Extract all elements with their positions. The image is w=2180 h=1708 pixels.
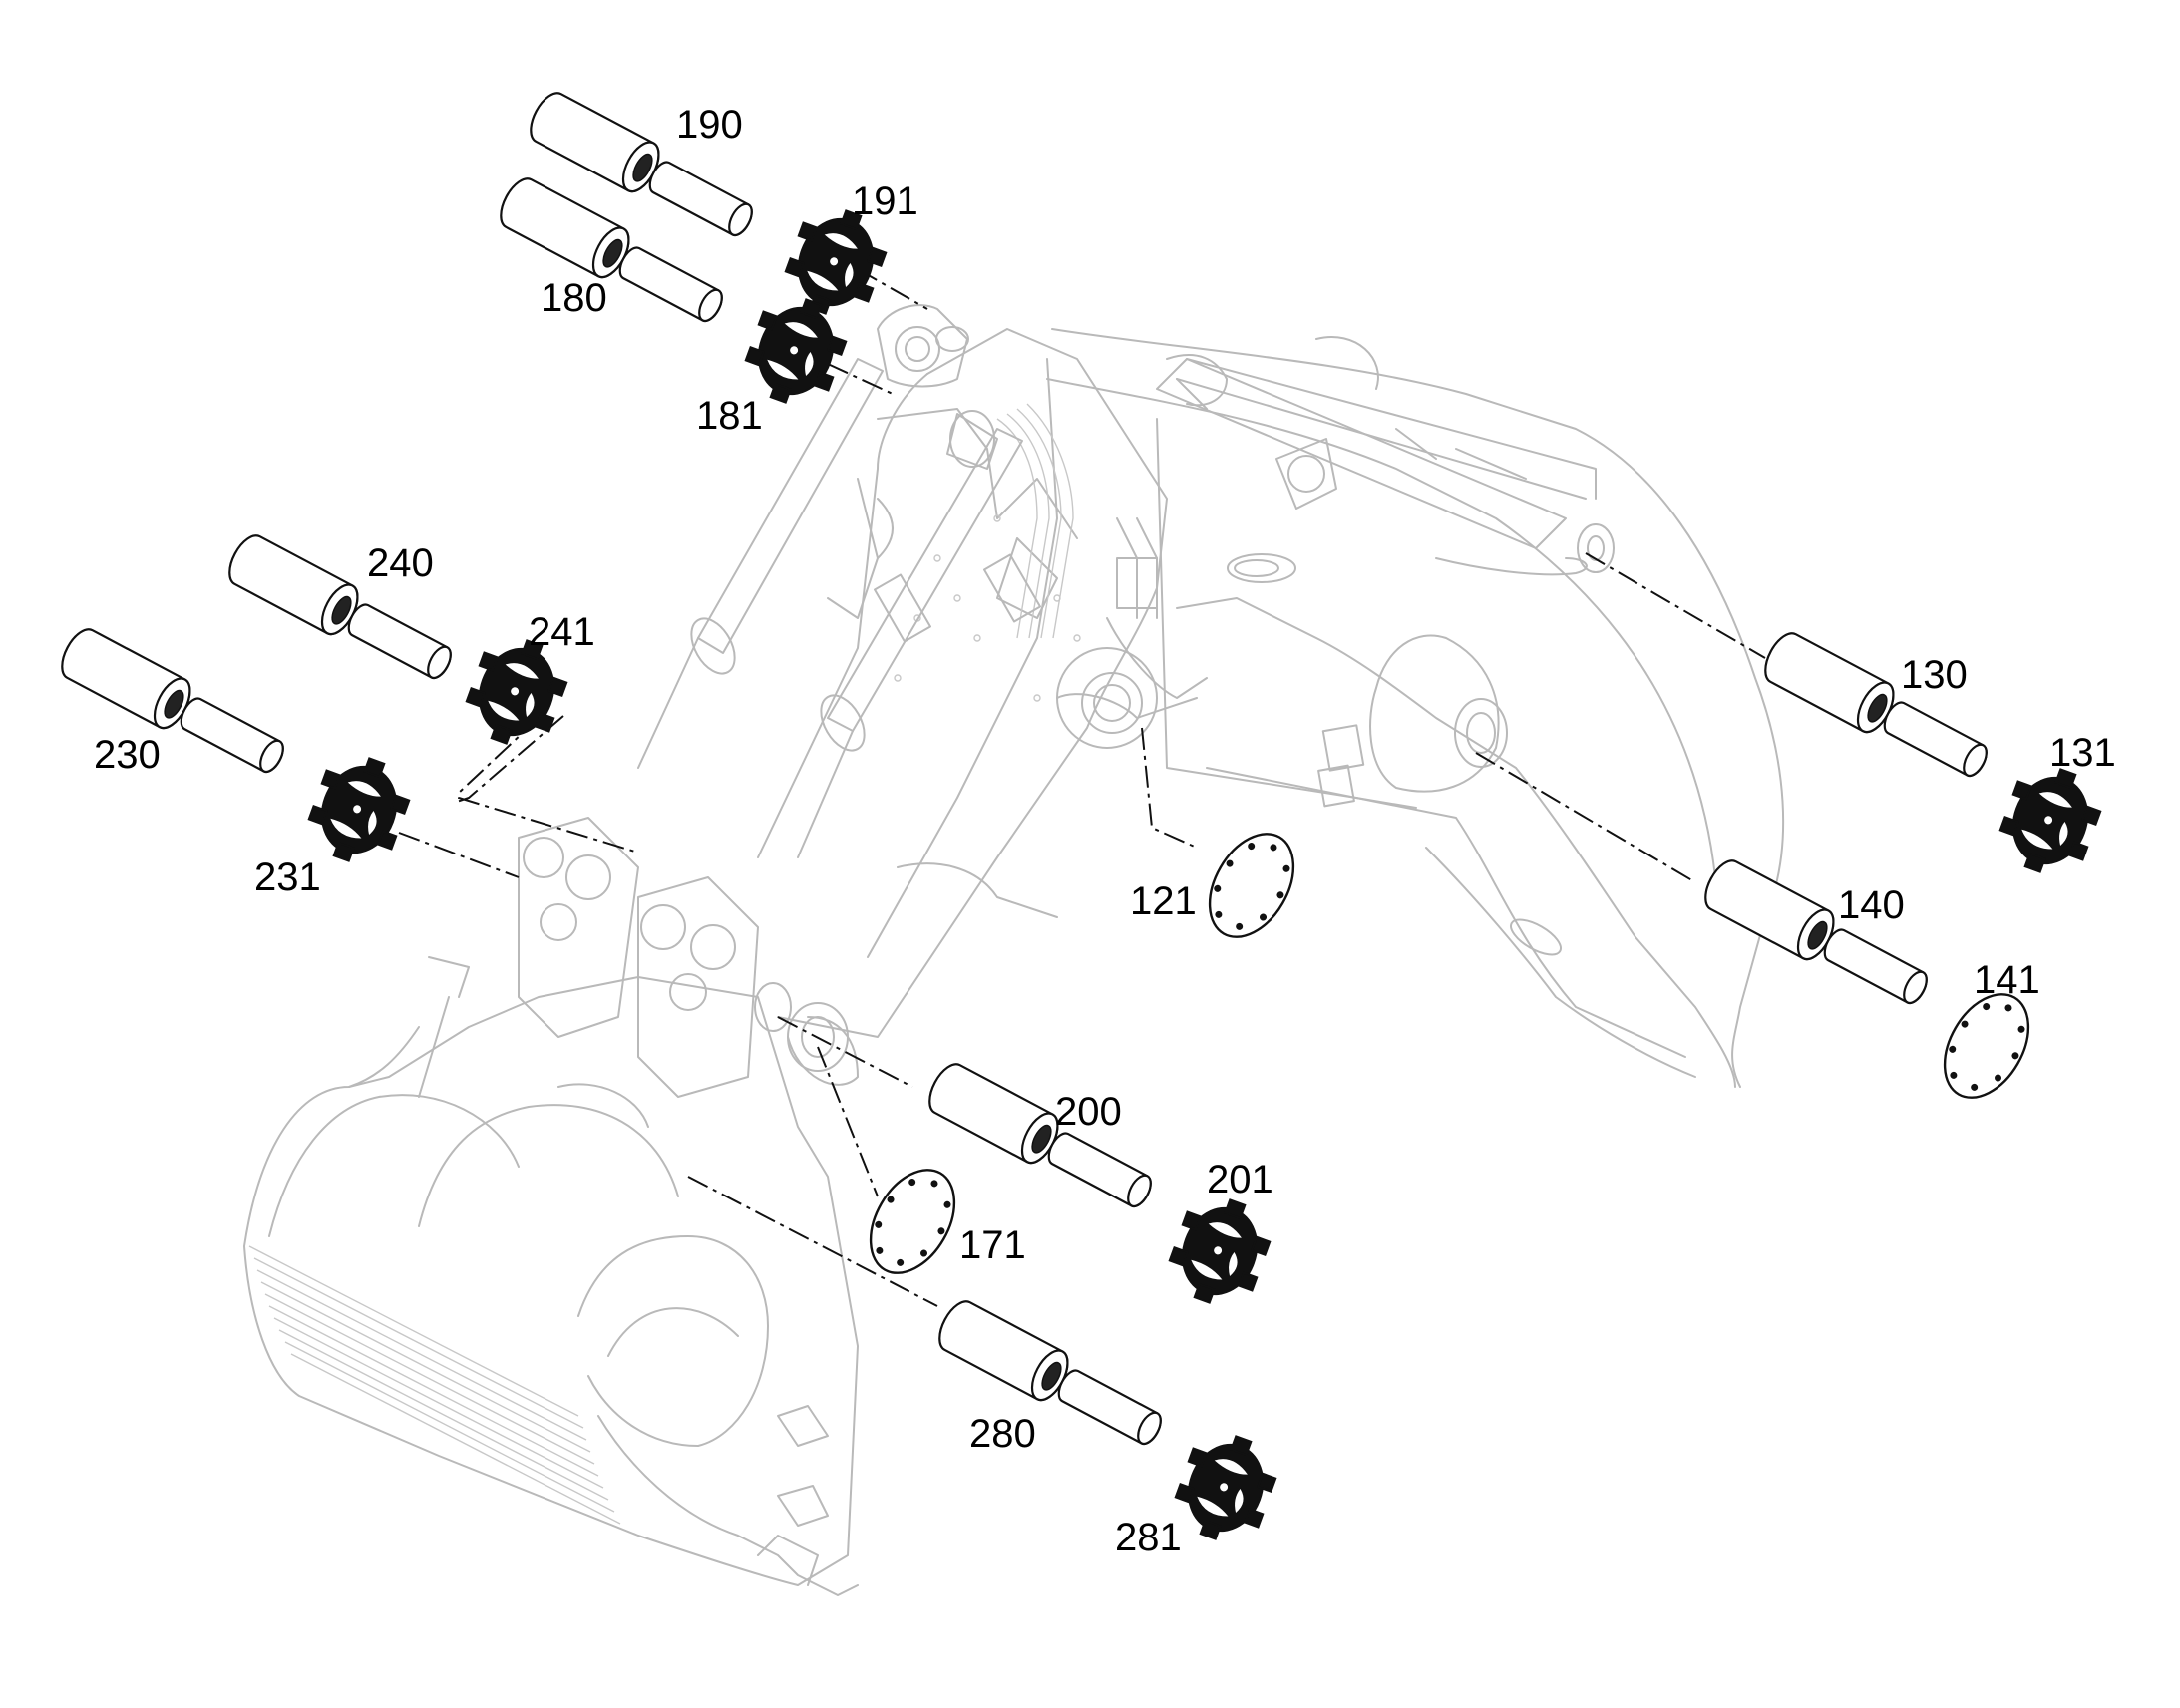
callout-121: 121 — [1130, 879, 1197, 923]
part-140-bushing-pin[interactable] — [1696, 854, 1938, 1017]
part-130-bushing-pin[interactable] — [1756, 626, 1998, 790]
callout-131: 131 — [2049, 731, 2116, 775]
callout-240: 240 — [367, 541, 434, 585]
callout-labels: 190 191 180 181 240 241 230 231 130 131 … — [94, 103, 2116, 1559]
callout-201: 201 — [1207, 1158, 1273, 1201]
callout-191: 191 — [852, 179, 918, 223]
part-131-cap-icon[interactable] — [1990, 756, 2111, 885]
part-281-cap-icon[interactable] — [1165, 1423, 1286, 1552]
part-230-bushing-pin[interactable] — [53, 622, 294, 786]
excavator-bucket-outline — [243, 817, 859, 1596]
callout-280: 280 — [969, 1412, 1036, 1456]
callout-231: 231 — [254, 855, 321, 899]
callout-200: 200 — [1055, 1090, 1122, 1134]
part-121-plate-icon[interactable] — [1191, 818, 1312, 953]
callout-230: 230 — [94, 733, 161, 777]
part-171-plate-icon[interactable] — [852, 1154, 973, 1289]
part-201-cap-icon[interactable] — [1159, 1187, 1280, 1316]
callout-281: 281 — [1115, 1516, 1182, 1559]
assembly-lines — [398, 268, 1766, 1307]
part-231-cap-icon[interactable] — [298, 745, 420, 874]
callout-171: 171 — [959, 1223, 1026, 1267]
callout-130: 130 — [1901, 653, 1968, 697]
part-280-bushing-pin[interactable] — [930, 1294, 1172, 1458]
callout-141: 141 — [1974, 958, 2040, 1002]
callout-190: 190 — [676, 103, 743, 147]
part-200-bushing-pin[interactable] — [920, 1057, 1162, 1220]
callout-140: 140 — [1838, 883, 1905, 927]
excavator-stick-outline — [637, 304, 1208, 1038]
excavator-boom-outline — [1046, 328, 1785, 1088]
callout-241: 241 — [529, 610, 595, 654]
callout-181: 181 — [696, 394, 763, 438]
callout-180: 180 — [541, 276, 607, 320]
